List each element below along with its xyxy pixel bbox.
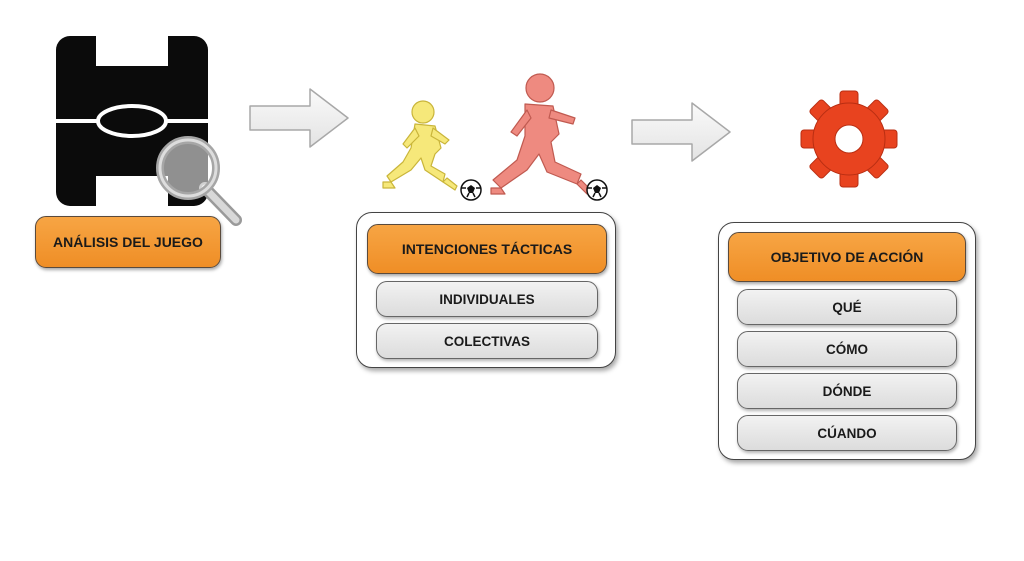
objective-item-label: DÓNDE [822,383,872,399]
analysis-label: ANÁLISIS DEL JUEGO [53,234,203,250]
objective-item-label: QUÉ [832,299,862,315]
arrow-right-icon [249,88,349,148]
soccer-ball-icon [586,179,608,201]
objective-item-label: CÓMO [826,341,868,357]
objective-label: OBJETIVO DE ACCIÓN [770,249,924,265]
intentions-item: INDIVIDUALES [376,281,598,317]
arrow-right-icon [631,102,731,162]
gear-icon [800,90,898,188]
objective-item: CÚANDO [737,415,957,451]
objective-label-box: OBJETIVO DE ACCIÓN [728,232,966,282]
intentions-label-box: INTENCIONES TÁCTICAS [367,224,607,274]
intentions-label: INTENCIONES TÁCTICAS [401,241,573,257]
intentions-item-label: COLECTIVAS [443,333,530,349]
objective-item-label: CÚANDO [817,425,877,441]
children-playing-soccer-icon [382,73,608,201]
soccer-ball-icon [460,179,482,201]
intentions-item: COLECTIVAS [376,323,598,359]
soccer-field-magnifier-icon [56,36,242,226]
objective-item: QUÉ [737,289,957,325]
objective-item: CÓMO [737,331,957,367]
analysis-label-box: ANÁLISIS DEL JUEGO [35,216,221,268]
objective-item: DÓNDE [737,373,957,409]
intentions-item-label: INDIVIDUALES [439,291,535,307]
